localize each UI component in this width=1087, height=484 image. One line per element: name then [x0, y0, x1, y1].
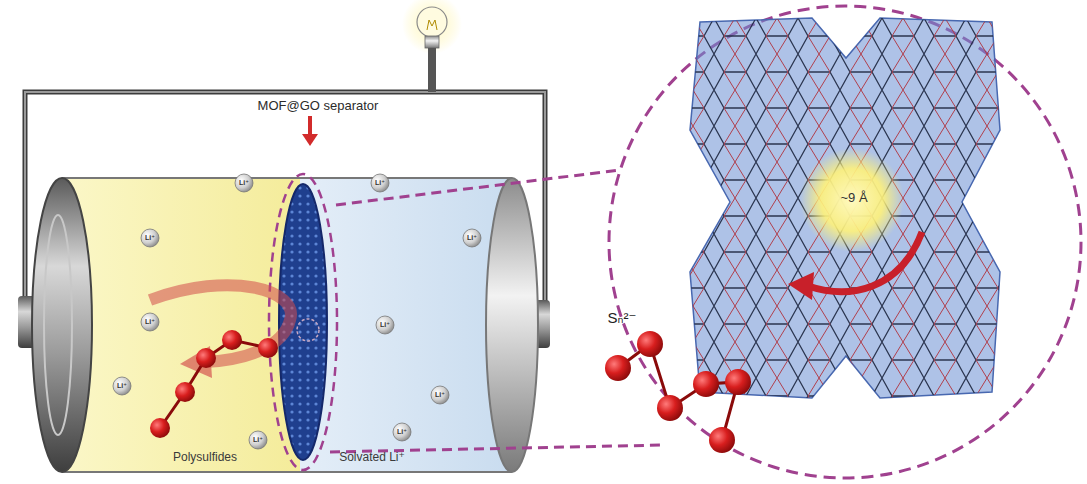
region-label: Polysulfides: [173, 451, 237, 464]
ion-symbol: Li⁺: [397, 428, 407, 436]
ion-symbol: Li⁺: [435, 391, 445, 399]
pore-size: ~9 Å: [840, 191, 867, 205]
region-label: Solvated Li⁺: [339, 451, 405, 464]
ion-symbol: Li⁺: [117, 382, 127, 390]
ion-symbol: Li⁺: [380, 321, 390, 329]
lithium-ions: [113, 174, 481, 449]
separator-label: MOF@GO separator: [258, 99, 379, 113]
ion-symbol: Li⁺: [375, 179, 385, 187]
ion-symbol: Li⁺: [145, 234, 155, 242]
ion-symbol: Li⁺: [145, 318, 155, 326]
ion-symbol: Li⁺: [253, 436, 263, 444]
ion-formula: Sₙ²⁻: [608, 310, 637, 327]
ion-symbol: Li⁺: [239, 179, 249, 187]
ion-symbol: Li⁺: [467, 234, 477, 242]
